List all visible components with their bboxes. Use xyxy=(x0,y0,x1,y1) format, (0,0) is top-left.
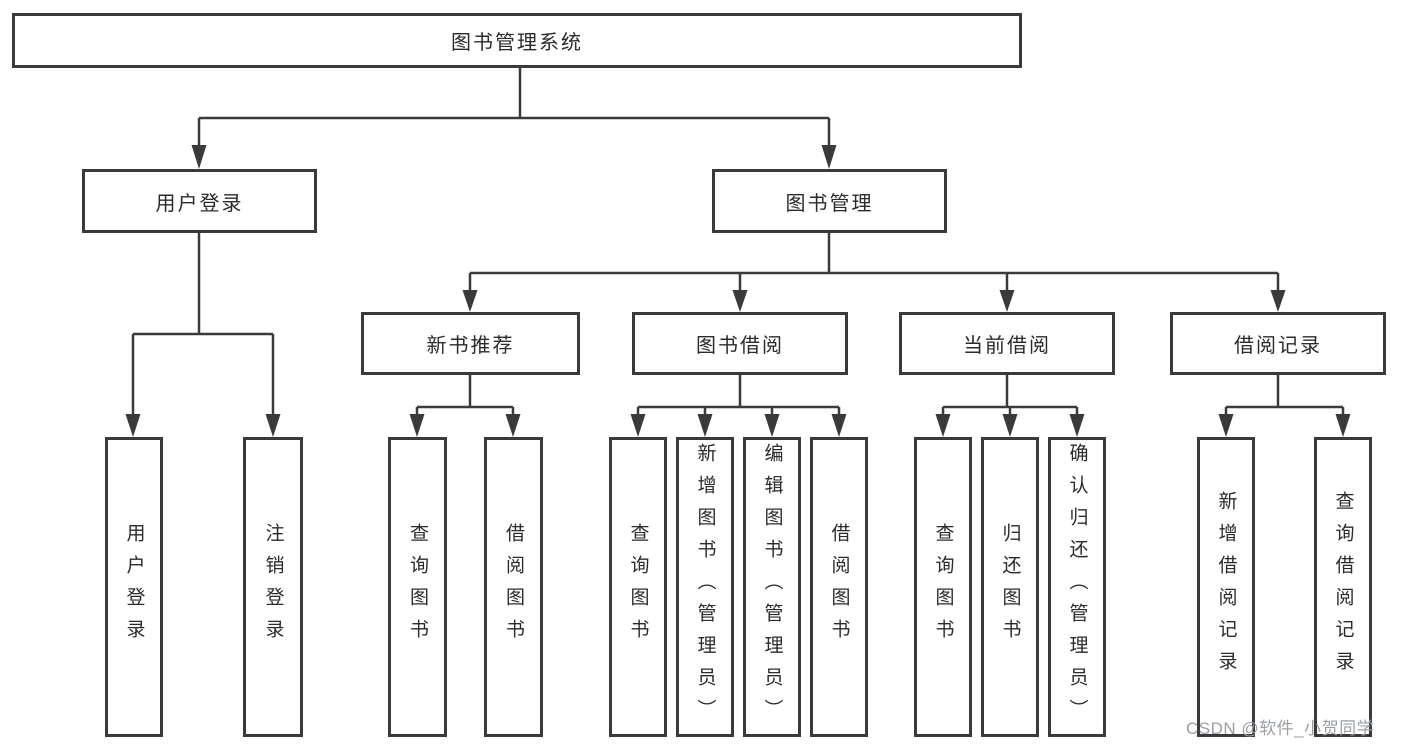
leaf-logout-login: 注销登录 xyxy=(243,437,303,737)
arrowheads xyxy=(125,145,1351,437)
leaf-query-books-current: 查询图书 xyxy=(914,437,972,737)
node-label: 归还图书 xyxy=(999,523,1021,651)
node-label: 确认归还（管理员） xyxy=(1066,443,1088,731)
node-label: 新书推荐 xyxy=(426,335,515,357)
node-label: 图书管理系统 xyxy=(451,32,583,54)
leaf-query-books-recommend: 查询图书 xyxy=(388,437,447,737)
node-current-borrowing: 当前借阅 xyxy=(899,312,1115,375)
node-label: 注销登录 xyxy=(262,523,284,651)
leaf-query-books-borrowing: 查询图书 xyxy=(609,437,667,737)
node-label: 查询图书 xyxy=(932,523,954,651)
node-user-login: 用户登录 xyxy=(82,169,317,233)
leaf-add-borrow-record: 新增借阅记录 xyxy=(1197,437,1255,737)
node-label: 用户登录 xyxy=(123,523,145,651)
node-label: 图书管理 xyxy=(785,192,874,215)
node-label: 新增借阅记录 xyxy=(1215,491,1237,683)
node-borrowing-records: 借阅记录 xyxy=(1170,312,1386,375)
node-label: 新增图书（管理员） xyxy=(694,443,716,731)
node-label: 借阅记录 xyxy=(1234,335,1322,357)
node-book-borrowing: 图书借阅 xyxy=(632,312,848,375)
node-label: 编辑图书（管理员） xyxy=(761,443,783,731)
node-label: 借阅图书 xyxy=(828,523,850,651)
leaf-confirm-return-admin: 确认归还（管理员） xyxy=(1048,437,1106,737)
node-library-management-system: 图书管理系统 xyxy=(12,13,1022,68)
leaf-edit-books-admin: 编辑图书（管理员） xyxy=(743,437,801,737)
leaf-return-books: 归还图书 xyxy=(981,437,1039,737)
leaf-user-login: 用户登录 xyxy=(105,437,163,737)
node-new-book-recommendation: 新书推荐 xyxy=(361,312,580,375)
node-label: 当前借阅 xyxy=(963,335,1051,357)
leaf-query-borrow-record: 查询借阅记录 xyxy=(1314,437,1372,737)
node-label: 查询借阅记录 xyxy=(1332,491,1354,683)
csdn-watermark: CSDN @软件_小贺同学 xyxy=(1186,719,1375,738)
node-label: 图书借阅 xyxy=(696,335,784,357)
node-label: 借阅图书 xyxy=(503,523,524,651)
node-label: 用户登录 xyxy=(155,192,244,215)
leaf-borrow-books-recommend: 借阅图书 xyxy=(484,437,543,737)
node-label: 查询图书 xyxy=(407,523,428,651)
leaf-add-books-admin: 新增图书（管理员） xyxy=(676,437,734,737)
node-book-management: 图书管理 xyxy=(712,169,947,233)
leaf-borrow-books-borrowing: 借阅图书 xyxy=(810,437,868,737)
node-label: 查询图书 xyxy=(627,523,649,651)
